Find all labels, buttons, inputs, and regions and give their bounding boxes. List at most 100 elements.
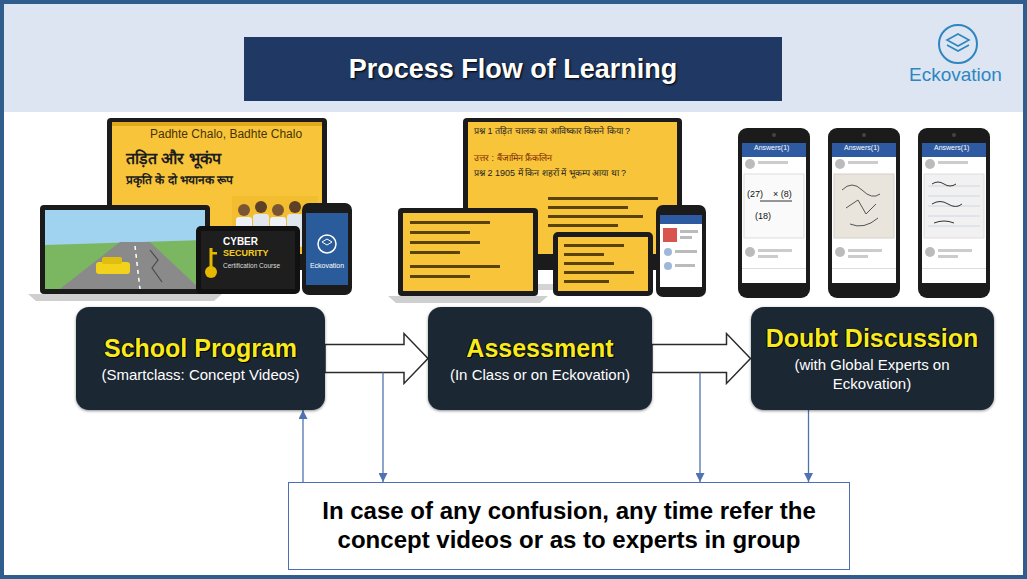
tablet — [196, 226, 300, 294]
app-text: Answers(1) — [754, 144, 789, 152]
tablet — [212, 252, 217, 255]
screen-text: प्रश्न 2 1905 में किन शहरों में भूकम्प आ… — [474, 168, 674, 178]
box-subtitle: (In Class or on Eckovation) — [450, 366, 630, 385]
phone — [938, 249, 972, 252]
process-box: School Program (Smartclass: Concept Video… — [76, 307, 325, 410]
header-band — [2, 2, 1025, 112]
phone — [925, 159, 935, 169]
box-heading: Assessment — [466, 333, 613, 363]
laptop — [410, 251, 460, 254]
screen-text: Padhte Chalo, Badhte Chalo — [150, 128, 302, 142]
phone — [834, 174, 894, 238]
desktop-monitor — [112, 122, 322, 126]
screen-text: CYBER — [223, 236, 258, 248]
phone — [680, 230, 698, 233]
feedback-line — [699, 373, 700, 483]
screen-text: SECURITY — [223, 248, 269, 258]
laptop — [40, 205, 210, 294]
phone — [758, 249, 792, 252]
desktop-monitor — [548, 215, 643, 218]
note-box: In case of any confusion, any time refer… — [288, 482, 850, 570]
laptop — [403, 213, 533, 291]
phone — [918, 128, 990, 298]
students-photo — [272, 204, 284, 216]
laptop — [410, 221, 490, 224]
logo-icon — [947, 34, 969, 46]
phone — [758, 161, 788, 164]
tablet — [558, 237, 648, 291]
phone — [660, 215, 702, 287]
box-heading: School Program — [104, 333, 297, 363]
box-heading: Doubt Discussion — [766, 323, 979, 353]
phone — [922, 268, 986, 269]
phone — [772, 133, 776, 137]
phone — [745, 247, 755, 257]
screen-text: प्रश्न 1 तड़ित चालक का आविष्कार किसने कि… — [474, 126, 674, 136]
phone — [842, 185, 880, 226]
tablet — [564, 280, 609, 283]
tablet — [196, 226, 300, 294]
phone — [742, 268, 806, 269]
title-text: Process Flow of Learning — [349, 54, 678, 85]
tablet — [564, 271, 634, 274]
tablet — [564, 244, 624, 247]
phone — [938, 161, 968, 164]
phone — [664, 248, 672, 256]
box-subtitle: (Smartclass: Concept Videos) — [101, 366, 299, 385]
phone — [322, 239, 332, 245]
phone — [922, 143, 986, 283]
phone — [835, 247, 845, 257]
phone — [924, 174, 984, 238]
logo-icon — [947, 45, 969, 51]
students-photo — [289, 201, 301, 213]
laptop — [150, 250, 162, 282]
screen-text: तड़ित और भूकंप — [126, 150, 221, 168]
title-band: Process Flow of Learning — [244, 37, 782, 101]
laptop — [398, 208, 538, 296]
logo-icon — [939, 25, 977, 63]
phone — [938, 255, 958, 258]
phone — [832, 143, 896, 283]
phone — [932, 182, 962, 223]
phone — [835, 159, 845, 169]
tablet — [564, 253, 604, 256]
phone — [744, 174, 804, 238]
laptop — [45, 240, 205, 289]
laptop — [28, 205, 222, 301]
laptop — [45, 210, 205, 289]
laptop — [410, 265, 500, 268]
note-text: In case of any confusion, any time refer… — [299, 497, 839, 555]
phone — [925, 247, 935, 257]
phone — [848, 249, 882, 252]
logo-icon — [939, 25, 977, 63]
phone — [656, 205, 706, 297]
phone — [922, 143, 986, 157]
phone — [862, 133, 866, 137]
phone — [952, 133, 956, 137]
phone — [680, 236, 692, 239]
laptop — [388, 208, 548, 303]
handwriting: × (8) — [773, 189, 792, 199]
tablet — [553, 232, 653, 296]
laptop — [410, 275, 470, 278]
laptop — [60, 242, 200, 289]
phone — [828, 128, 900, 298]
app-text: Answers(1) — [934, 144, 969, 152]
phone — [832, 268, 896, 269]
desktop-monitor — [548, 197, 658, 200]
phone — [664, 262, 672, 270]
phone — [742, 143, 806, 157]
logo-text: Eckovation — [909, 64, 1002, 86]
tablet — [564, 262, 614, 265]
phone — [848, 161, 878, 164]
flow-arrow — [325, 334, 428, 384]
phone — [828, 128, 900, 298]
phone — [302, 203, 352, 295]
phone — [832, 143, 896, 157]
laptop — [28, 294, 222, 301]
feedback-line — [382, 373, 383, 483]
screen-text: प्रकृति के दो भयानक रूप — [126, 174, 233, 188]
feedback-arrow — [302, 410, 303, 482]
